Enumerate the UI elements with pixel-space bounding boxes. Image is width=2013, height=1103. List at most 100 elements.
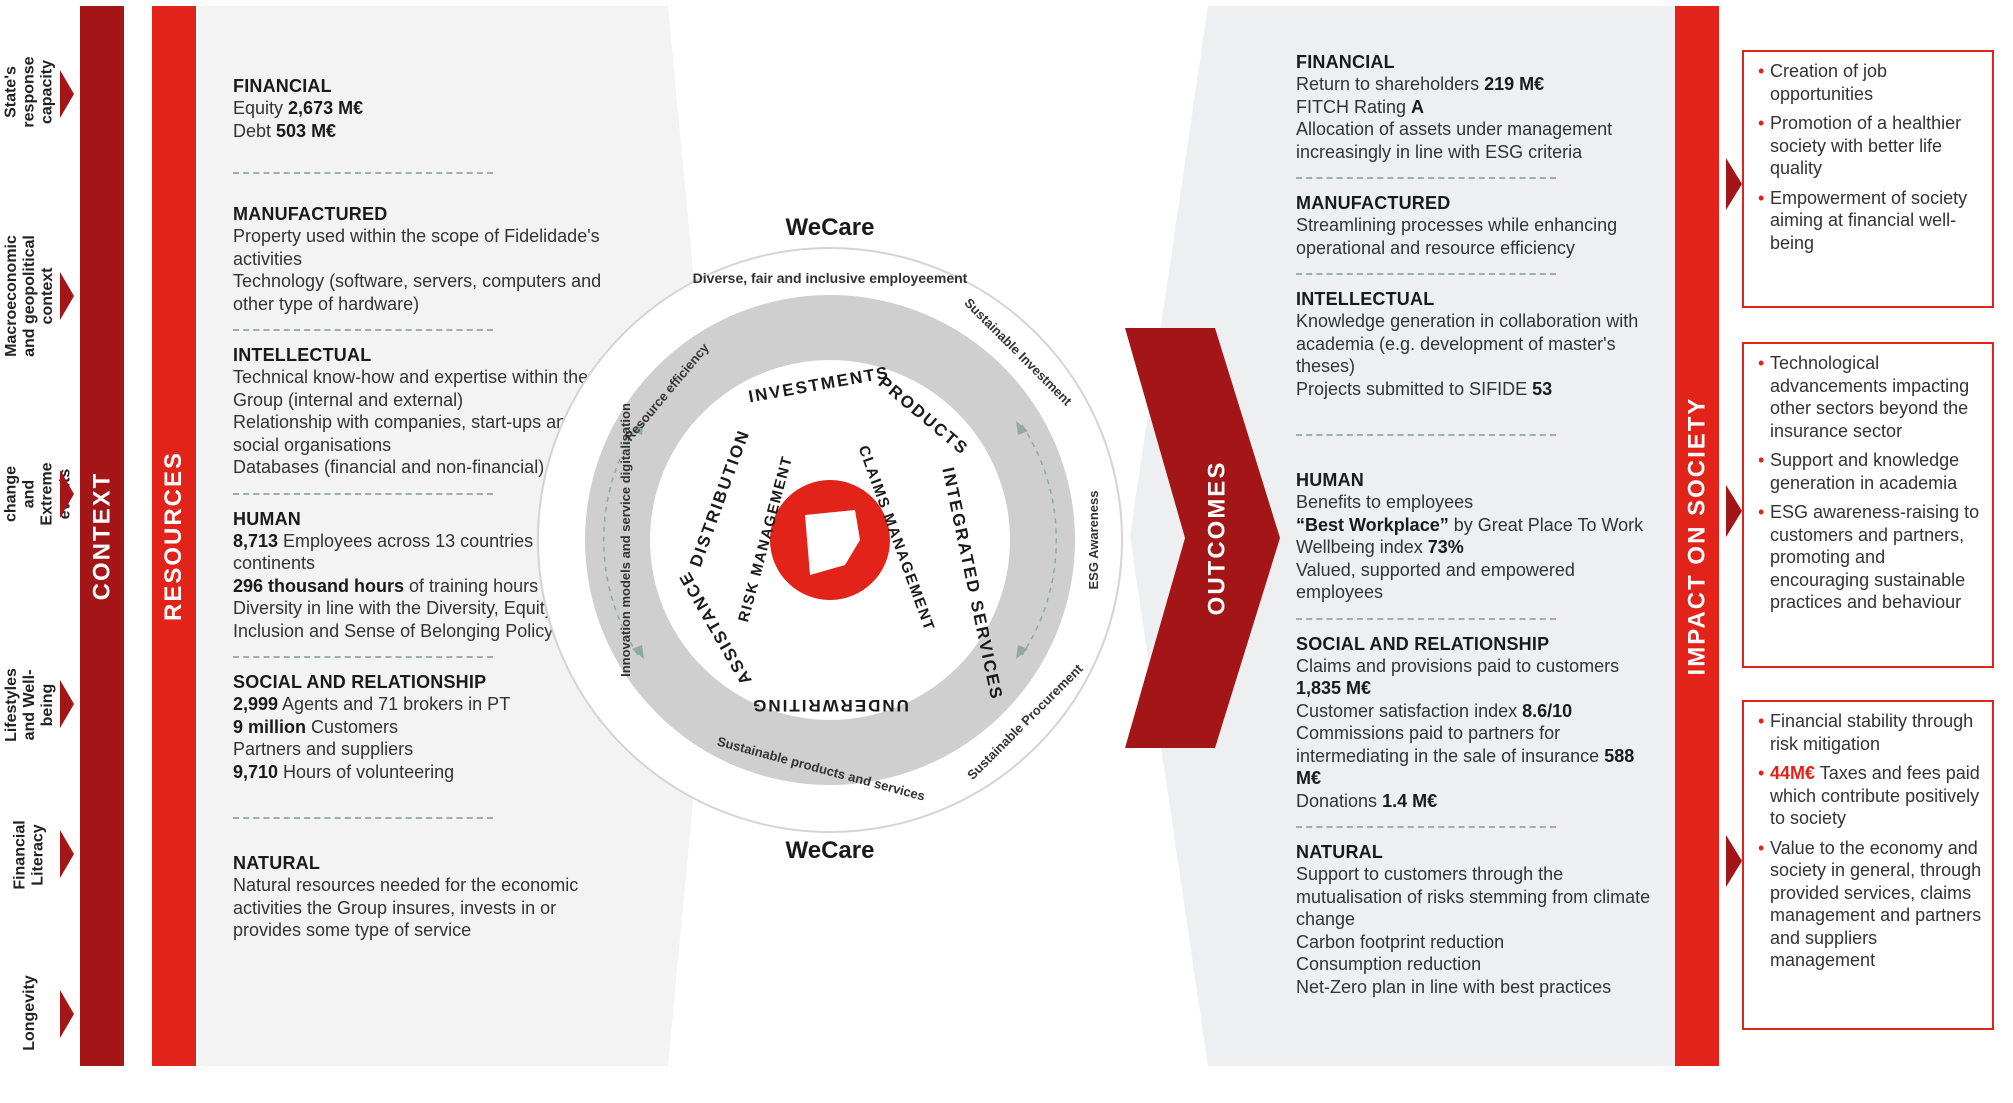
context-item: Macroeconomic and geopolitical context bbox=[0, 206, 60, 386]
section-line: 2,999 Agents and 71 brokers in PT bbox=[233, 694, 511, 714]
section-line: Customer satisfaction index 8.6/10 bbox=[1296, 700, 1573, 721]
section-divider bbox=[1296, 826, 1556, 828]
context-arrow-5 bbox=[60, 830, 74, 878]
section-divider bbox=[1296, 273, 1556, 275]
section-line: Property used within the scope of Fideli… bbox=[233, 226, 600, 269]
impact-item: Promotion of a healthier society with be… bbox=[1758, 112, 1982, 180]
context-band-label: CONTEXT bbox=[88, 471, 116, 601]
section-line: Net-Zero plan in line with best practice… bbox=[1296, 976, 1612, 997]
section-line: Benefits to employees bbox=[1296, 492, 1474, 512]
section-line: 9 million Customers bbox=[233, 716, 399, 737]
arrow-head-2 bbox=[632, 645, 644, 659]
impact-arrow-2 bbox=[1726, 485, 1742, 537]
left-dashed-arrow bbox=[603, 424, 639, 656]
section-line: Knowledge generation in collaboration wi… bbox=[1296, 311, 1639, 376]
arrow-head-3 bbox=[1016, 421, 1028, 435]
section-divider bbox=[1296, 177, 1556, 179]
section-divider bbox=[233, 817, 493, 819]
right-dashed-arrow bbox=[1021, 424, 1057, 656]
section-line: Valued, supported and empowered employee… bbox=[1296, 559, 1575, 603]
section-title: FINANCIAL bbox=[1296, 52, 1395, 72]
section-title: MANUFACTURED bbox=[233, 204, 388, 224]
context-item-label: Macroeconomic and geopolitical context bbox=[3, 235, 56, 357]
context-arrow-2 bbox=[60, 272, 74, 320]
impact-item: Support and knowledge generation in acad… bbox=[1758, 449, 1982, 494]
section-divider bbox=[233, 492, 493, 495]
section-title: INTELLECTUAL bbox=[1296, 289, 1435, 309]
section-line: FITCH Rating A bbox=[1296, 96, 1425, 117]
section-line: 296 thousand hours of training hours bbox=[233, 575, 539, 596]
section-divider bbox=[233, 172, 493, 174]
wecare-bottom-label: WeCare bbox=[786, 837, 875, 864]
section-title: SOCIAL AND RELATIONSHIP bbox=[1296, 633, 1550, 654]
section-line: 9,710 Hours of volunteering bbox=[233, 761, 455, 782]
section-line: “Best Workplace” by Great Place To Work bbox=[1296, 514, 1644, 535]
section-line: Commissions paid to partners for interme… bbox=[1296, 723, 1635, 788]
section-line: Allocation of assets under management in… bbox=[1296, 119, 1613, 162]
section-title: INTELLECTUAL bbox=[233, 345, 372, 365]
section-line: Natural resources needed for the economi… bbox=[233, 875, 579, 940]
ring-label-innovation: Innovation models and service digitalisa… bbox=[618, 403, 633, 677]
section-line: Donations 1.4 M€ bbox=[1296, 790, 1438, 811]
impact-arrow-1 bbox=[1726, 158, 1742, 210]
context-arrow-3 bbox=[60, 470, 74, 518]
section-line: Support to customers through the mutuali… bbox=[1296, 864, 1651, 929]
context-band: CONTEXT bbox=[80, 6, 124, 1066]
context-item: Longevity bbox=[0, 923, 60, 1103]
section-divider bbox=[233, 656, 493, 658]
section-divider bbox=[233, 329, 493, 331]
section-line: Claims and provisions paid to customers … bbox=[1296, 655, 1620, 699]
context-item-label: Financial Literacy bbox=[12, 820, 48, 890]
ring-label-employment: Diverse, fair and inclusive employeement bbox=[693, 270, 968, 286]
logo-mark bbox=[805, 510, 860, 575]
section-line: Equity 2,673 M€ bbox=[233, 98, 364, 118]
context-item-label: State's response capacity bbox=[3, 56, 57, 128]
context-arrow-1 bbox=[60, 70, 74, 118]
context-item: State's response capacity bbox=[0, 2, 60, 182]
inner-label-underwriting: UNDERWRITING bbox=[751, 696, 909, 715]
impact-item: Empowerment of society aiming at financi… bbox=[1758, 187, 1982, 255]
section-title: MANUFACTURED bbox=[1296, 193, 1451, 213]
context-arrow-4 bbox=[60, 680, 74, 728]
section-title: HUMAN bbox=[1296, 470, 1364, 490]
section-title: SOCIAL AND RELATIONSHIP bbox=[233, 672, 487, 692]
resources-band: RESOURCES bbox=[152, 6, 196, 1066]
section-line: Projects submitted to SIFIDE 53 bbox=[1296, 378, 1553, 399]
impact-band-label: IMPACT ON SOCIETY bbox=[1683, 396, 1710, 676]
impact-box-2: Technological advancements impacting oth… bbox=[1742, 342, 1994, 668]
section-divider bbox=[1296, 434, 1556, 436]
impact-box-1: Creation of job opportunitiesPromotion o… bbox=[1742, 50, 1994, 308]
wecare-top-label: WeCare bbox=[786, 214, 875, 241]
section-line: Streamlining processes while enhancing o… bbox=[1296, 215, 1618, 258]
section-title: NATURAL bbox=[1296, 842, 1384, 862]
section-line: Technical know-how and expertise within … bbox=[233, 367, 589, 410]
impact-item: Creation of job opportunities bbox=[1758, 60, 1982, 105]
arrow-head-1 bbox=[632, 421, 644, 435]
context-item: Climate change and Extreme events bbox=[0, 404, 74, 584]
section-title: NATURAL bbox=[233, 853, 321, 873]
impact-item: Technological advancements impacting oth… bbox=[1758, 352, 1982, 442]
context-item-label: Longevity bbox=[21, 975, 38, 1051]
section-line: 8,713 Employees across 13 countries and … bbox=[233, 530, 584, 574]
resources-band-label: RESOURCES bbox=[160, 450, 187, 622]
context-item: Financial Literacy bbox=[0, 765, 60, 945]
section-line: Partners and suppliers bbox=[233, 739, 414, 759]
impact-item: Financial stability through risk mitigat… bbox=[1758, 710, 1982, 755]
impact-band: IMPACT ON SOCIETY bbox=[1675, 6, 1719, 1066]
section-divider bbox=[1296, 617, 1556, 620]
section-title: HUMAN bbox=[233, 508, 301, 529]
section-line: Return to shareholders 219 M€ bbox=[1296, 74, 1545, 94]
context-item-label: Lifestyles and Well-being bbox=[3, 668, 56, 742]
